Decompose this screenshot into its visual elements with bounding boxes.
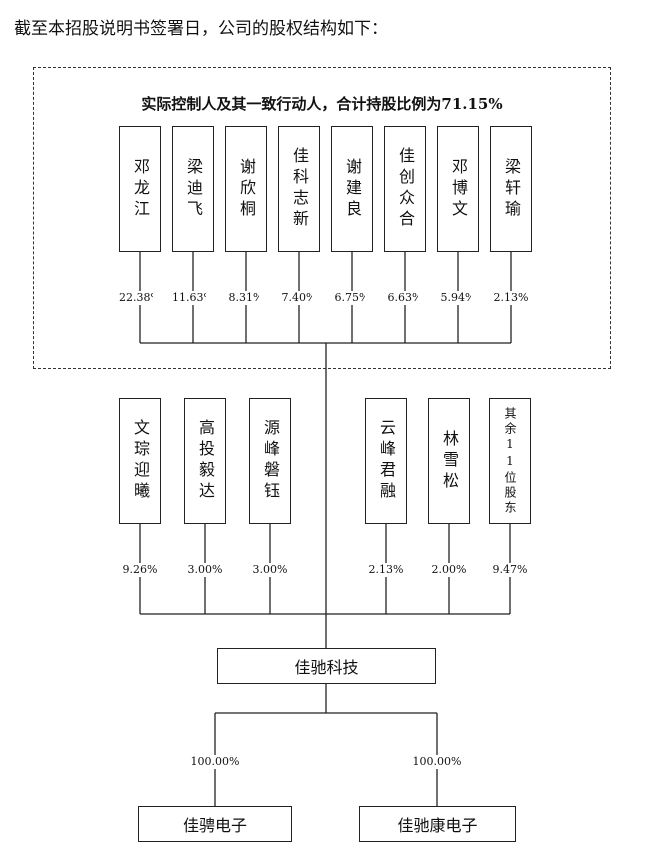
shareholder-box: 谢建良 — [331, 126, 373, 252]
intro-text: 截至本招股说明书签署日，公司的股权结构如下： — [14, 19, 388, 39]
shareholder-box: 其余11位股东 — [489, 398, 531, 524]
shareholding-pct: 9.26% — [100, 563, 180, 577]
shareholder-name: 林雪松 — [440, 429, 459, 493]
shareholding-pct: 3.00% — [165, 563, 245, 577]
shareholder-name: 谢建良 — [343, 157, 362, 221]
shareholding-pct: 9.47% — [470, 563, 550, 577]
shareholder-box: 文琮迎曦 — [119, 398, 161, 524]
shareholder-name: 佳科志新 — [290, 147, 309, 231]
control-group-title: 实际控制人及其一致行动人，合计持股比例为71.15% — [141, 95, 503, 113]
control-group-box — [33, 67, 611, 369]
shareholding-pct: 3.00% — [230, 563, 310, 577]
shareholder-name: 云峰君融 — [377, 419, 396, 503]
shareholder-box: 梁轩瑜 — [490, 126, 532, 252]
shareholder-box: 邓龙江 — [119, 126, 161, 252]
shareholder-name: 文琮迎曦 — [131, 419, 150, 503]
shareholder-box: 佳科志新 — [278, 126, 320, 252]
subsidiary-box: 佳骋电子 — [138, 806, 292, 842]
subsidiary-name: 佳骋电子 — [182, 816, 247, 835]
shareholder-name: 邓博文 — [449, 157, 468, 221]
shareholder-box: 梁迪飞 — [172, 126, 214, 252]
shareholding-pct: 2.13% — [346, 563, 426, 577]
subsidiary-pct: 100.00% — [175, 755, 255, 769]
subsidiary-box: 佳驰康电子 — [359, 806, 516, 842]
shareholder-box: 高投毅达 — [184, 398, 226, 524]
shareholder-name: 其余11位股东 — [503, 406, 517, 516]
shareholder-box: 邓博文 — [437, 126, 479, 252]
shareholder-name: 谢欣桐 — [237, 157, 256, 221]
shareholder-name: 邓龙江 — [131, 157, 150, 221]
shareholder-box: 谢欣桐 — [225, 126, 267, 252]
company-box: 佳驰科技 — [217, 648, 436, 684]
shareholder-box: 佳创众合 — [384, 126, 426, 252]
shareholder-box: 林雪松 — [428, 398, 470, 524]
shareholder-name: 梁轩瑜 — [502, 157, 521, 221]
subsidiary-pct: 100.00% — [397, 755, 477, 769]
shareholding-pct: 2.13% — [471, 291, 551, 305]
shareholder-name: 源峰磐钰 — [261, 419, 280, 503]
subsidiary-name: 佳驰康电子 — [397, 816, 478, 835]
shareholder-name: 佳创众合 — [396, 147, 415, 231]
company-name: 佳驰科技 — [294, 658, 359, 677]
shareholder-box: 源峰磐钰 — [249, 398, 291, 524]
shareholder-box: 云峰君融 — [365, 398, 407, 524]
shareholder-name: 梁迪飞 — [184, 157, 203, 221]
shareholder-name: 高投毅达 — [196, 419, 215, 503]
shareholding-pct: 2.00% — [409, 563, 489, 577]
